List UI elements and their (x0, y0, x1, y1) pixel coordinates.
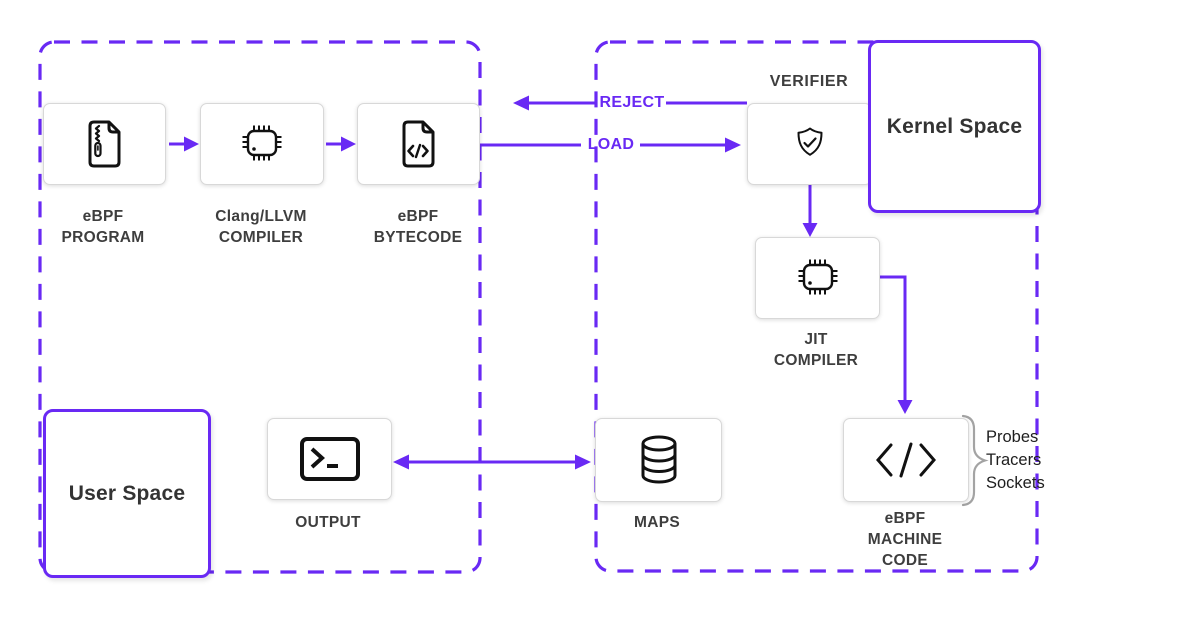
zip-file-icon (85, 120, 125, 168)
arrow-verifier-to-jit (802, 185, 818, 237)
terminal-icon (299, 436, 361, 482)
attach-points-list: Probes Tracers Sockets (986, 426, 1066, 495)
shield-check-icon (788, 123, 832, 165)
arrow-reject (513, 95, 747, 111)
verifier-node (747, 103, 872, 185)
attach-point-probes: Probes (986, 428, 1039, 446)
machine-code-label: eBPF MACHINE CODE (867, 510, 943, 569)
output-label: OUTPUT (295, 514, 361, 531)
verifier-label: VERIFIER (769, 73, 849, 90)
arrow-program-to-compiler (169, 136, 199, 152)
compiler-node (200, 103, 324, 185)
kernel-space-label: Kernel Space (886, 114, 1023, 138)
attach-points-brace (961, 414, 989, 507)
user-space-box: User Space (43, 409, 211, 578)
attach-point-tracers: Tracers (986, 451, 1042, 469)
attach-point-sockets: Sockets (986, 474, 1045, 492)
maps-node (595, 418, 722, 502)
code-brackets-icon (874, 442, 938, 478)
arrow-load (479, 137, 741, 153)
machine-code-node (843, 418, 969, 502)
kernel-space-dashed-container (594, 40, 1039, 573)
kernel-space-box: Kernel Space (868, 40, 1041, 213)
jit-node (755, 237, 880, 319)
user-space-label: User Space (68, 481, 186, 505)
user-space-dashed-container (38, 40, 482, 574)
arrow-output-maps-bidirectional (393, 454, 591, 470)
edge-label-load: LOAD (587, 136, 635, 153)
bytecode-node (357, 103, 480, 185)
arrow-compiler-to-bytecode (326, 136, 356, 152)
maps-label: MAPS (634, 514, 680, 531)
chip-icon (790, 254, 846, 302)
arrow-jit-to-machine-code (879, 275, 913, 414)
program-node (43, 103, 166, 185)
code-file-icon (399, 120, 439, 168)
chip-icon (234, 120, 290, 168)
database-icon (635, 434, 683, 486)
edge-label-reject: REJECT (599, 94, 665, 111)
output-node (267, 418, 392, 500)
